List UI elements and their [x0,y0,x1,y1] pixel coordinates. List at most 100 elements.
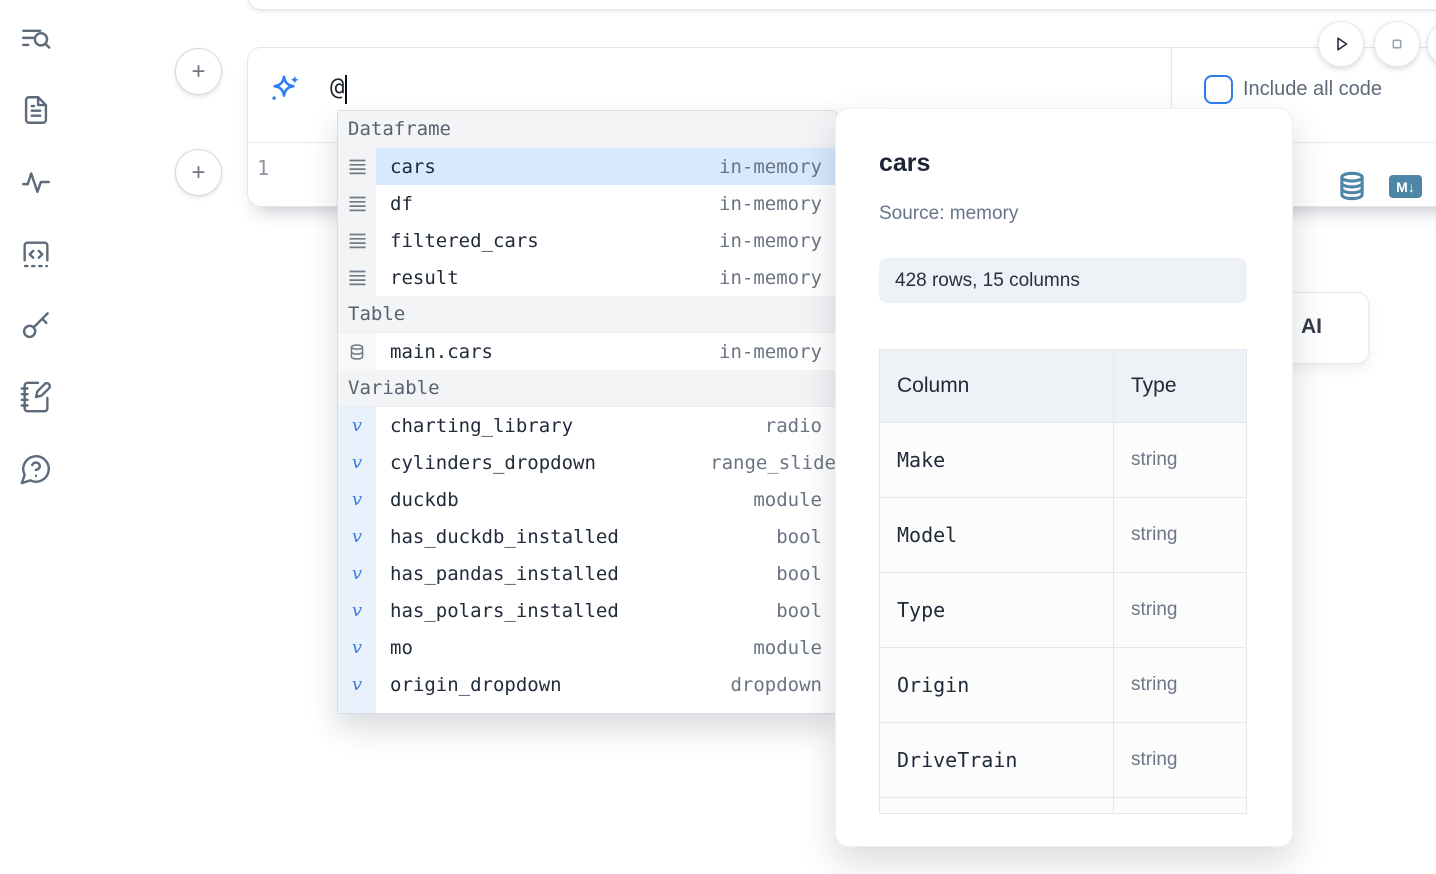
column-name: Origin [897,673,970,697]
schema-row-origin: Origin string [880,647,1246,722]
add-cell-below-button[interactable]: + [175,149,222,196]
item-type: module [753,711,822,714]
sql-cell-toggle-button[interactable] [1336,170,1368,202]
item-name: cylinders_dropdown [390,451,596,474]
item-type: bool [776,525,822,548]
section-header-dataframe: Dataframe [338,111,836,148]
column-type: string [1131,749,1178,770]
item-name: filtered_cars [390,229,539,252]
autocomplete-item-mo[interactable]: v mo module [338,629,836,666]
plus-icon: + [191,158,206,186]
column-type: string [1131,599,1178,620]
dataframe-icon [338,259,376,296]
schema-row-type: Type string [880,572,1246,647]
column-type: string [1131,449,1178,470]
dataframe-icon [338,148,376,185]
stop-cell-button[interactable] [1374,21,1420,67]
item-name: cars [390,155,436,178]
item-type: module [753,636,822,659]
autocomplete-item-clipped[interactable]: v pandasmodule [338,703,836,714]
schema-row-drivetrain: DriveTrain string [880,722,1246,797]
item-type: bool [776,562,822,585]
column-name: Make [897,448,946,472]
dataframe-icon [338,222,376,259]
ai-prompt-input[interactable]: @ [330,73,345,101]
ai-button-label: AI [1301,315,1322,338]
cell-divider-vertical [1171,48,1172,142]
preview-title: cars [879,149,931,177]
line-number: 1 [256,156,270,180]
item-type: in-memory [719,155,822,178]
item-name: result [390,266,459,289]
variable-icon: v [338,629,376,666]
item-type: bool [776,599,822,622]
schema-row-model: Model string [880,497,1246,572]
dataframe-icon [338,185,376,222]
variable-icon: v [338,592,376,629]
markdown-cell-toggle-button[interactable]: M↓ [1389,175,1422,198]
item-name: main.cars [390,340,493,363]
list-search-icon[interactable] [19,23,53,57]
item-name: has_pandas_installed [390,562,619,585]
item-type: module [753,488,822,511]
autocomplete-item-charting-library[interactable]: v charting_library radio [338,407,836,444]
autocomplete-item-cars[interactable]: cars in-memory [338,148,836,185]
run-cell-button[interactable] [1318,21,1364,67]
key-icon[interactable] [19,308,53,342]
autocomplete-item-main-cars[interactable]: main.cars in-memory [338,333,836,370]
variable-icon: v [338,666,376,703]
plus-icon: + [191,57,206,85]
scratchpad-icon[interactable] [19,380,53,414]
item-name: mo [390,636,413,659]
autocomplete-item-df[interactable]: df in-memory [338,185,836,222]
item-name: has_duckdb_installed [390,525,619,548]
database-icon [338,333,376,370]
item-type: in-memory [719,266,822,289]
include-all-code-label: Include all code [1243,78,1382,100]
snippets-icon[interactable] [19,237,53,271]
variable-icon: v [338,703,376,713]
item-name: duckdb [390,488,459,511]
section-header-table: Table [338,296,836,333]
add-cell-above-button[interactable]: + [175,48,222,95]
text-cursor [345,75,347,104]
item-type: in-memory [719,340,822,363]
help-icon[interactable] [19,452,53,486]
column-name: Type [897,598,946,622]
database-icon [1340,171,1364,201]
section-header-variable: Variable [338,370,836,407]
item-name: has_polars_installed [390,599,619,622]
schema-row-make: Make string [880,422,1246,497]
item-type: range_slide [710,451,836,474]
dataframe-preview-panel: cars Source: memory 428 rows, 15 columns… [835,108,1293,847]
column-header: Column [897,374,970,397]
document-icon[interactable] [19,93,53,127]
markdown-icon: M↓ [1396,178,1415,195]
play-icon [1337,37,1348,51]
item-type: radio [764,414,822,437]
item-type: in-memory [719,192,822,215]
sparkles-icon [267,72,301,106]
include-all-code-checkbox[interactable] [1204,75,1233,104]
autocomplete-popup: Dataframe cars in-memory df in-memory filt… [337,110,837,714]
item-type: dropdown [730,673,822,696]
item-name: origin_dropdown [390,673,562,696]
item-name: charting_library [390,414,574,437]
column-type: string [1131,674,1178,695]
stop-icon [1392,39,1402,49]
autocomplete-item-has-polars-installed[interactable]: v has_polars_installed bool [338,592,836,629]
autocomplete-item-origin-dropdown[interactable]: v origin_dropdown dropdown [338,666,836,703]
variable-icon: v [338,407,376,444]
column-name: DriveTrain [897,748,1018,772]
item-name: df [390,192,413,215]
autocomplete-item-result[interactable]: result in-memory [338,259,836,296]
column-type: string [1131,524,1178,545]
activity-icon[interactable] [19,165,53,199]
column-name: Model [897,523,958,547]
